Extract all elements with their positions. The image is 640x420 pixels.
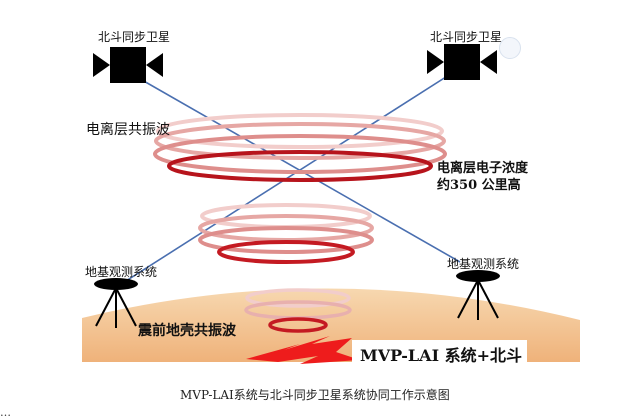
search-lens-icon[interactable]	[499, 37, 521, 59]
satellite-icon	[427, 44, 497, 80]
system-label-box	[352, 340, 527, 366]
tripod-antenna-icon	[456, 270, 500, 320]
crust-resonance-rings	[244, 288, 352, 333]
lightning-icon	[246, 336, 360, 364]
satellite-right-label: 北斗同步卫星	[430, 30, 503, 44]
tripod-antenna-icon	[94, 278, 138, 328]
ionosphere-rings	[153, 113, 447, 182]
station-left-label: 地基观测系统	[85, 265, 158, 279]
crust-label: 震前地壳共振波	[138, 323, 236, 339]
station-right-label: 地基观测系统	[447, 257, 520, 271]
resonance-rings-middle	[198, 203, 374, 264]
ionosphere-description-line1: 电离层电子浓度	[437, 161, 529, 176]
ionosphere-label: 电离层共振波	[86, 122, 170, 138]
satellite-icon	[93, 47, 163, 83]
cut-off-text-line: …	[0, 406, 12, 419]
system-label: MVP-LAI 系统+北斗	[360, 346, 523, 365]
ionosphere-description-line2: 约350 公里高	[437, 178, 521, 193]
satellite-left-label: 北斗同步卫星	[98, 30, 171, 44]
signal-line-left-satellite	[127, 71, 461, 263]
figure-caption: MVP-LAI系统与北斗同步卫星系统协同工作示意图	[180, 388, 450, 402]
